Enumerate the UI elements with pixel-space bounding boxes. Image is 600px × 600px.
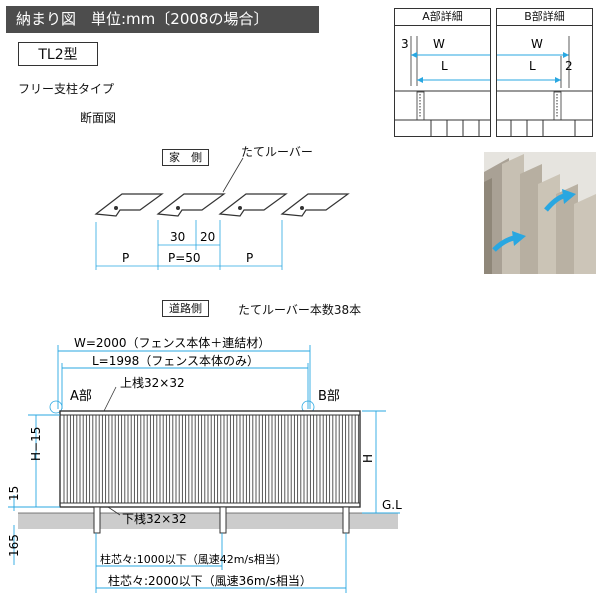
part-a-label: A部 xyxy=(70,389,92,404)
detail-b-l: L xyxy=(529,59,536,73)
section-dim-30: 30 xyxy=(170,230,185,244)
louver-photo-drawing xyxy=(484,152,596,274)
house-side-tag: 家 側 xyxy=(162,149,209,166)
support-type-label: フリー支柱タイプ xyxy=(18,82,115,96)
h-label: H xyxy=(361,454,375,463)
section-label: 断面図 xyxy=(80,111,117,125)
detail-b-w: W xyxy=(531,37,543,51)
gl-label: G.L xyxy=(382,498,402,512)
h-minus-label: H−15 xyxy=(29,427,43,461)
detail-a-gap: 3 xyxy=(401,37,409,51)
section-drawing: 30 20 P P=50 P xyxy=(94,157,350,270)
section-dim-p-right: P xyxy=(246,251,253,265)
louver-count-label: たてルーバー本数38本 xyxy=(238,303,362,317)
road-side-tag: 道路側 xyxy=(162,300,209,317)
post-spacing-2000: 柱芯々:2000以下（風速36m/s相当） xyxy=(108,573,312,588)
detail-b-drawing: W L 2 xyxy=(497,36,592,136)
louver-lines xyxy=(63,415,359,503)
section-dim-p-left: P xyxy=(122,251,129,265)
louver-photo xyxy=(484,152,596,274)
dim-165-label: 165 xyxy=(7,534,21,557)
l-dimension: L=1998（フェンス本体のみ） xyxy=(92,354,259,368)
w-dimension: W=2000（フェンス本体＋連結材） xyxy=(74,336,270,350)
top-rail-label: 上桟32×32 xyxy=(120,376,185,390)
bottom-rail-label: 下桟32×32 xyxy=(122,512,187,526)
louver-callout: たてルーバー xyxy=(241,145,313,159)
part-b-label: B部 xyxy=(318,389,340,404)
post-spacing-1000: 柱芯々:1000以下（風速42m/s相当） xyxy=(100,552,287,566)
model-label: TL2型 xyxy=(18,42,98,66)
section-dim-20: 20 xyxy=(200,230,215,244)
detail-a-l: L xyxy=(441,59,448,73)
page-title: 納まり図 単位:mm〔2008の場合〕 xyxy=(6,6,319,33)
detail-a-w: W xyxy=(433,37,445,51)
dim-15-label: 15 xyxy=(7,486,21,501)
detail-a-drawing: 3 W L xyxy=(395,36,490,136)
detail-b-panel: B部詳細 W L 2 xyxy=(496,8,593,137)
section-dim-p-eq: P=50 xyxy=(168,251,201,265)
detail-a-panel: A部詳細 3 W L xyxy=(394,8,491,137)
elevation-drawing: W=2000（フェンス本体＋連結材） L=1998（フェンス本体のみ） A部 B… xyxy=(7,336,402,593)
detail-b-title: B部詳細 xyxy=(497,9,592,26)
detail-a-title: A部詳細 xyxy=(395,9,490,26)
